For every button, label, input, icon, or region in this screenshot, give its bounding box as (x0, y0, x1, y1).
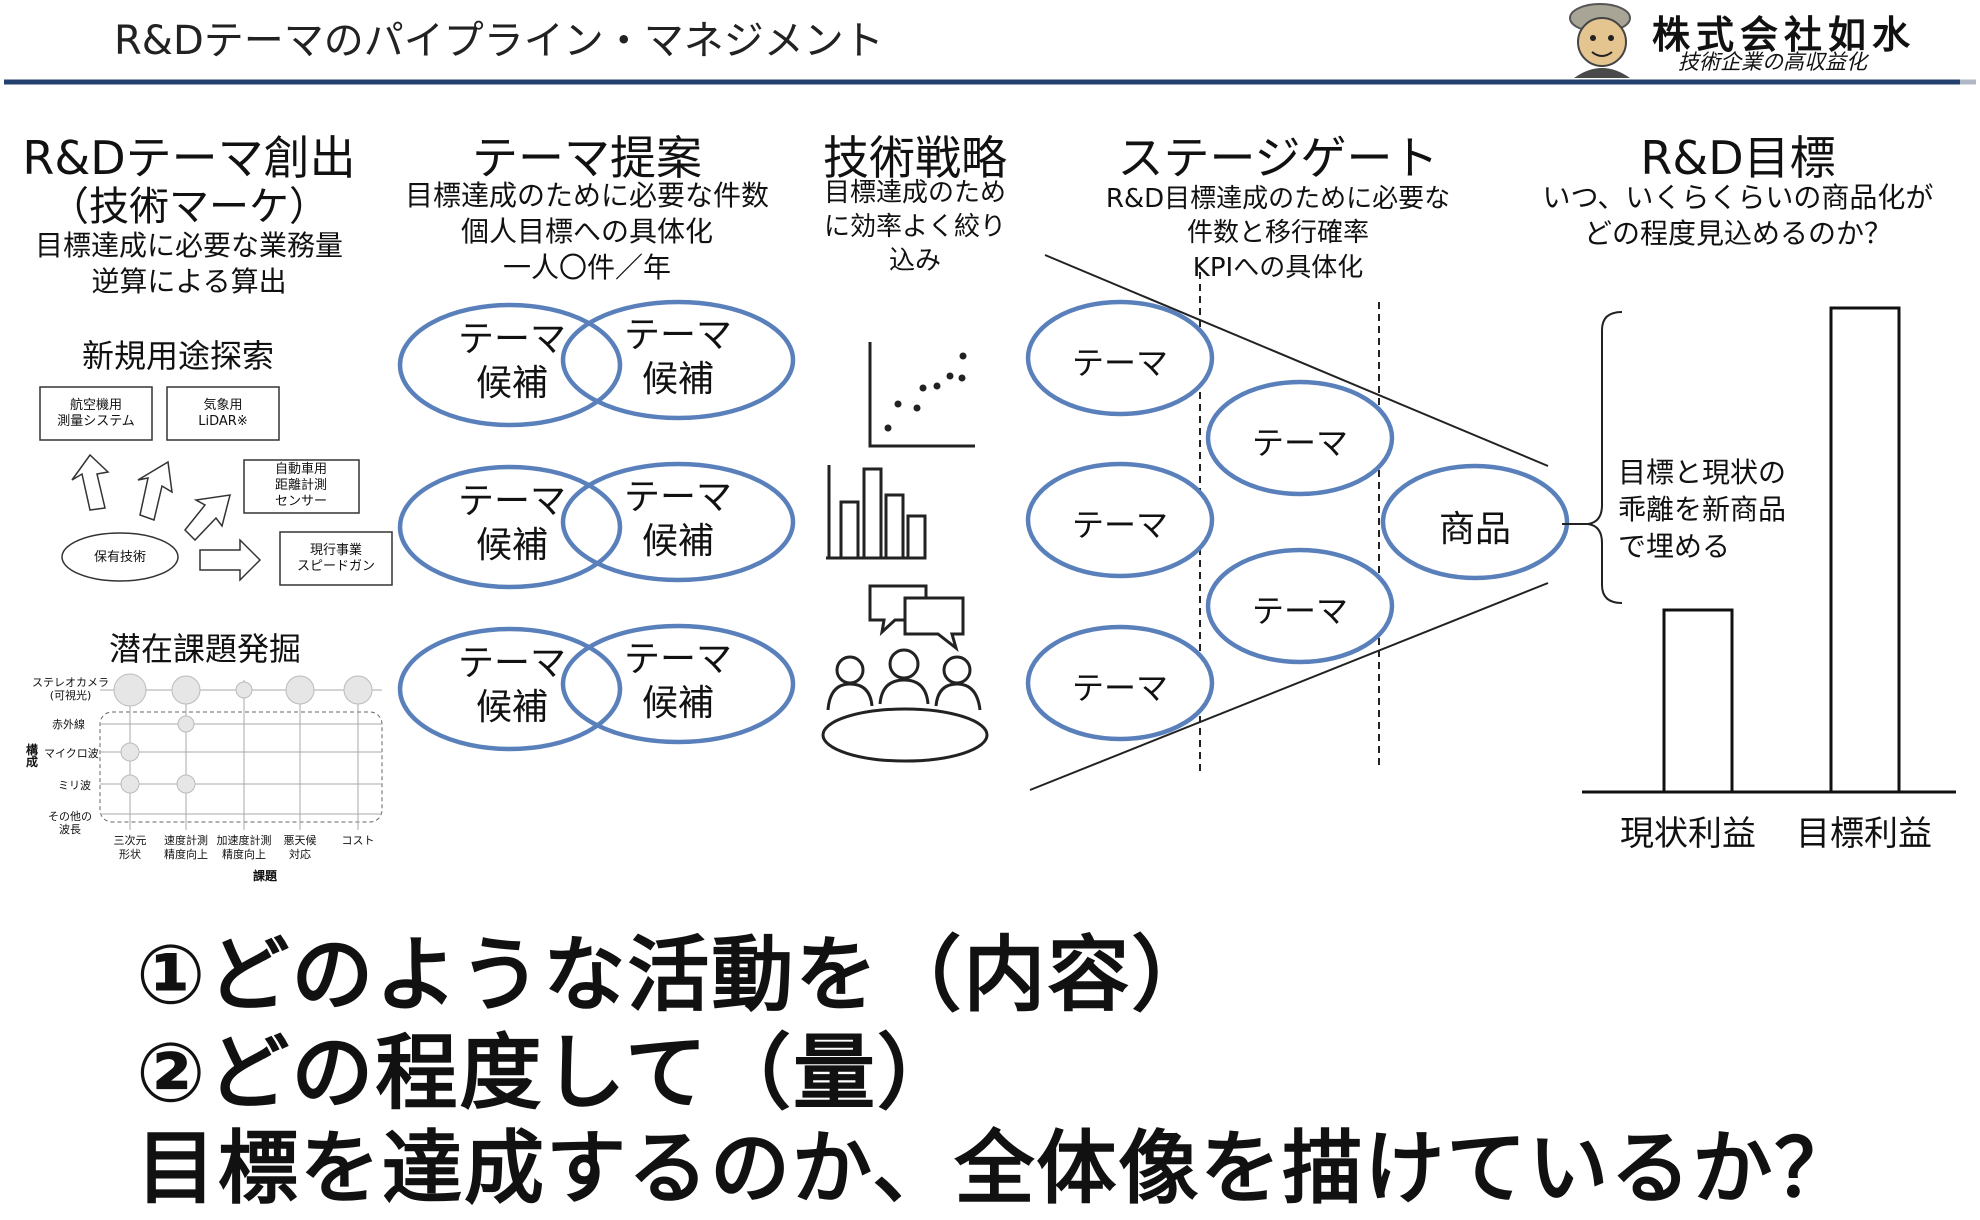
strategy-sub-2: に効率よく絞り (823, 212, 1007, 242)
strategy-sub-1: 目標達成のため (823, 178, 1007, 208)
core-tech-label: 保有技術 (93, 550, 147, 565)
goal-sub-1: いつ、いくらくらいの商品化が (1542, 181, 1934, 214)
bar-target-label: 目標利益 (1796, 814, 1932, 854)
strategy-heading: 技術戦略 (823, 131, 1007, 185)
matrix-row-microwave: マイクロ波 (44, 747, 99, 760)
latent-title: 潜在課題発掘 (108, 630, 302, 668)
strategy-sub-3: 込み (888, 246, 942, 276)
candidate-3b: テーマ候補 (623, 639, 733, 724)
matrix-row-other: その他の 波長 (48, 810, 92, 836)
theme-2: テーマ (1071, 506, 1169, 544)
matrix-row-infrared: 赤外線 (52, 718, 85, 731)
box-speed-gun: 現行事業 スピードガン (296, 543, 376, 574)
box-weather-lidar: 気象用 LiDAR※ (198, 398, 248, 429)
company-name: 株式会社如水 (1652, 12, 1917, 57)
candidate-2b: テーマ候補 (623, 477, 733, 562)
profit-bars (1582, 306, 1956, 794)
matrix-grid (99, 673, 383, 830)
arrow-icons (71, 453, 262, 582)
company-tagline: 技術企業の高収益化 (1678, 50, 1867, 74)
matrix-col-weather: 悪天候 対応 (283, 834, 317, 861)
page-title: R&Dテーマのパイプライン・マネジメント (114, 18, 884, 64)
theme-4: テーマ (1251, 424, 1349, 462)
box-aircraft-survey: 航空機用 測量システム (57, 398, 135, 429)
matrix-col-speed: 速度計測 精度向上 (164, 834, 208, 861)
gap-brace (1562, 311, 1623, 604)
candidate-1b: テーマ候補 (623, 315, 733, 400)
matrix-col-cost: コスト (341, 834, 375, 847)
matrix-col-3d: 三次元 形状 (113, 834, 147, 861)
matrix-row-axis: 構成 (26, 743, 39, 769)
scatter-plot-icon (868, 342, 975, 448)
bar-target (1829, 306, 1901, 794)
candidate-3a: テーマ候補 (457, 643, 567, 728)
mascot-logo-icon (1569, 3, 1631, 78)
product-label: 商品 (1438, 509, 1512, 550)
goal-heading: R&D目標 (1640, 131, 1836, 185)
matrix-col-accel: 加速度計測 精度向上 (216, 834, 272, 861)
proposal-sub-2: 個人目標への具体化 (460, 215, 714, 248)
create-sub-2: 逆算による算出 (91, 265, 287, 298)
candidate-2a: テーマ候補 (457, 481, 567, 566)
create-heading-2: （技術マーケ） (49, 184, 329, 230)
funnel-lines (1029, 254, 1549, 791)
theme-1: テーマ (1071, 344, 1169, 382)
statement-line-2: ②どの程度して（量） (136, 1026, 961, 1121)
matrix-col-axis: 課題 (252, 869, 278, 883)
theme-ellipses (1025, 299, 1570, 742)
statement-line-3: 目標を達成するのか、全体像を描けているか？ (136, 1122, 1857, 1215)
goal-sub-2: どの程度見込めるのか？ (1583, 217, 1893, 250)
stagegate-sub-2: 件数と移行確率 (1186, 218, 1370, 248)
gap-note: 目標と現状の乖離を新商品で埋める (1618, 456, 1787, 563)
candidate-ellipses (397, 299, 796, 752)
proposal-sub-1: 目標達成のために必要な件数 (404, 179, 770, 212)
explore-title: 新規用途探索 (81, 337, 275, 375)
box-auto-sensor: 自動車用 距離計測 センサー (274, 462, 328, 509)
matrix-row-mmwave: ミリ波 (58, 779, 91, 792)
create-heading-1: R&Dテーマ創出 (22, 131, 356, 185)
theme-3: テーマ (1071, 669, 1169, 707)
bar-chart-icon (826, 465, 927, 560)
proposal-sub-3: 一人〇件／年 (502, 251, 672, 284)
theme-5: テーマ (1251, 592, 1349, 630)
stagegate-heading: ステージゲート (1117, 131, 1439, 185)
stagegate-sub-3: KPIへの具体化 (1192, 253, 1364, 283)
create-sub-1: 目標達成に必要な業務量 (34, 229, 344, 262)
proposal-heading: テーマ提案 (472, 131, 702, 185)
stagegate-sub-1: R&D目標達成のために必要な (1105, 184, 1451, 214)
bar-current (1662, 608, 1734, 794)
candidate-1a: テーマ候補 (457, 319, 567, 404)
bar-current-label: 現状利益 (1620, 814, 1756, 854)
meeting-icon (821, 584, 989, 763)
application-boxes (39, 386, 393, 586)
statement-line-1: ①どのような活動を（内容） (136, 928, 1216, 1023)
matrix-row-stereo: ステレオカメラ (可視光) (32, 676, 109, 702)
